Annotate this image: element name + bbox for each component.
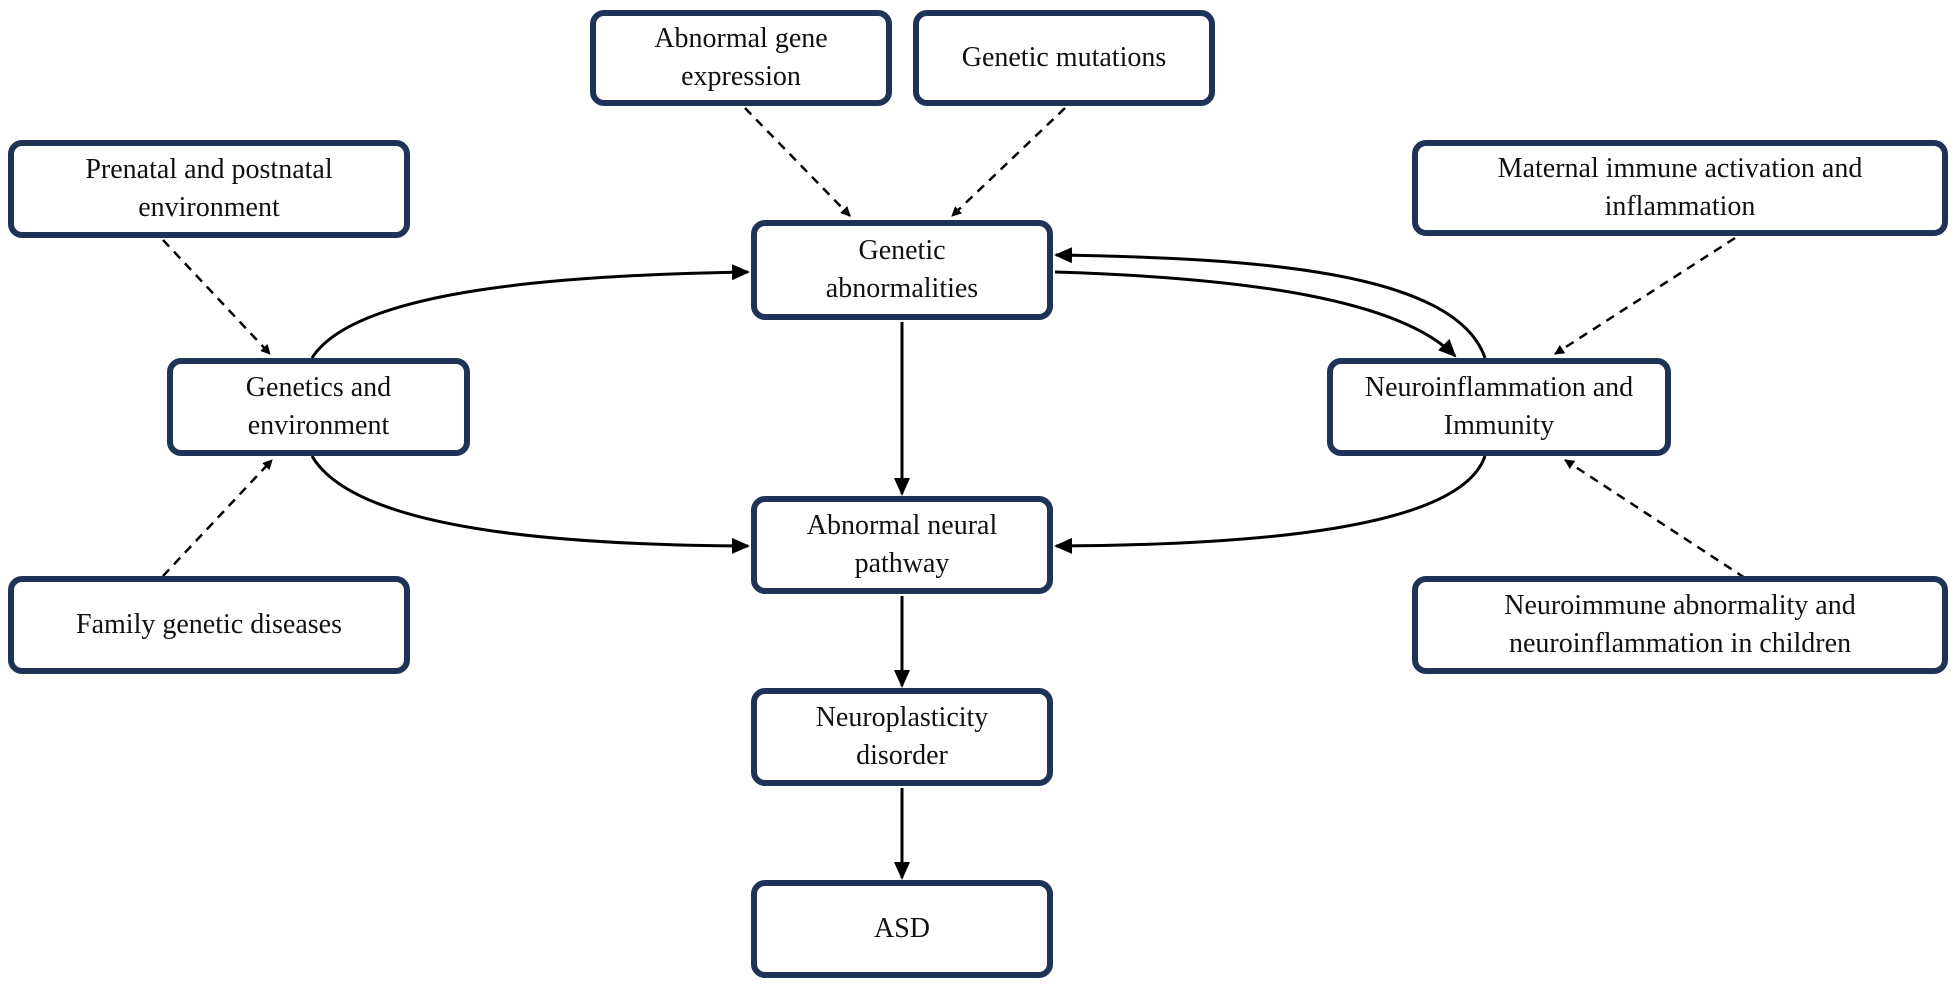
- node-abnormal-neural-pathway: Abnormal neural pathway: [751, 496, 1053, 594]
- node-neuroplasticity-disorder: Neuroplasticity disorder: [751, 688, 1053, 786]
- node-label: ASD: [873, 913, 930, 944]
- node-prenatal-postnatal-environment: Prenatal and postnatal environment: [8, 140, 410, 238]
- node-abnormal-gene-expression: Abnormal gene expression: [590, 10, 892, 106]
- dashed-arrow-maternal-to-neuroinflammation: [1554, 236, 1736, 356]
- node-label: Abnormal gene expression: [654, 23, 828, 92]
- node-label: Neuroimmune abnormality and neuroinflamm…: [1504, 590, 1856, 659]
- dashed-arrow-family-to-genetics-environment: [162, 459, 273, 577]
- node-label: Neuroinflammation and Immunity: [1364, 372, 1634, 441]
- curve-neuroinflammation-to-genetic-abnormalities: [1054, 247, 1487, 359]
- node-label: Neuroplasticity disorder: [815, 702, 989, 771]
- node-label: Genetics and environment: [245, 372, 392, 441]
- node-label: Abnormal neural pathway: [806, 510, 998, 579]
- node-label: Genetic abnormalities: [825, 235, 979, 304]
- dashed-arrow-prenatal-to-genetics-environment: [162, 239, 271, 355]
- dashed-arrow-gene-expression-to-genetic-abnormalities: [744, 107, 851, 217]
- curve-genetics-environment-to-neural-pathway: [310, 455, 750, 554]
- node-genetic-mutations: Genetic mutations: [913, 10, 1215, 106]
- node-label: Maternal immune activation and inflammat…: [1497, 153, 1863, 222]
- node-family-genetic-diseases: Family genetic diseases: [8, 576, 410, 674]
- node-asd: ASD: [751, 880, 1053, 978]
- node-label: Genetic mutations: [961, 42, 1167, 73]
- node-label: Prenatal and postnatal environment: [85, 154, 333, 223]
- node-neuroinflammation-and-immunity: Neuroinflammation and Immunity: [1327, 358, 1671, 456]
- curve-genetic-abnormalities-to-neuroinflammation: [1054, 270, 1457, 358]
- curve-neuroinflammation-to-neural-pathway: [1054, 455, 1487, 554]
- dashed-arrow-neuroimmune-to-neuroinflammation: [1564, 458, 1746, 580]
- node-neuroimmune-abnormality-children: Neuroimmune abnormality and neuroinflamm…: [1412, 576, 1948, 674]
- curve-genetics-environment-to-genetic-abnormalities: [310, 264, 750, 359]
- node-genetic-abnormalities: Genetic abnormalities: [751, 220, 1053, 320]
- dashed-arrow-mutations-to-genetic-abnormalities: [951, 107, 1066, 217]
- node-maternal-immune-activation: Maternal immune activation and inflammat…: [1412, 140, 1948, 236]
- node-label: Family genetic diseases: [76, 609, 342, 640]
- node-genetics-and-environment: Genetics and environment: [167, 358, 470, 456]
